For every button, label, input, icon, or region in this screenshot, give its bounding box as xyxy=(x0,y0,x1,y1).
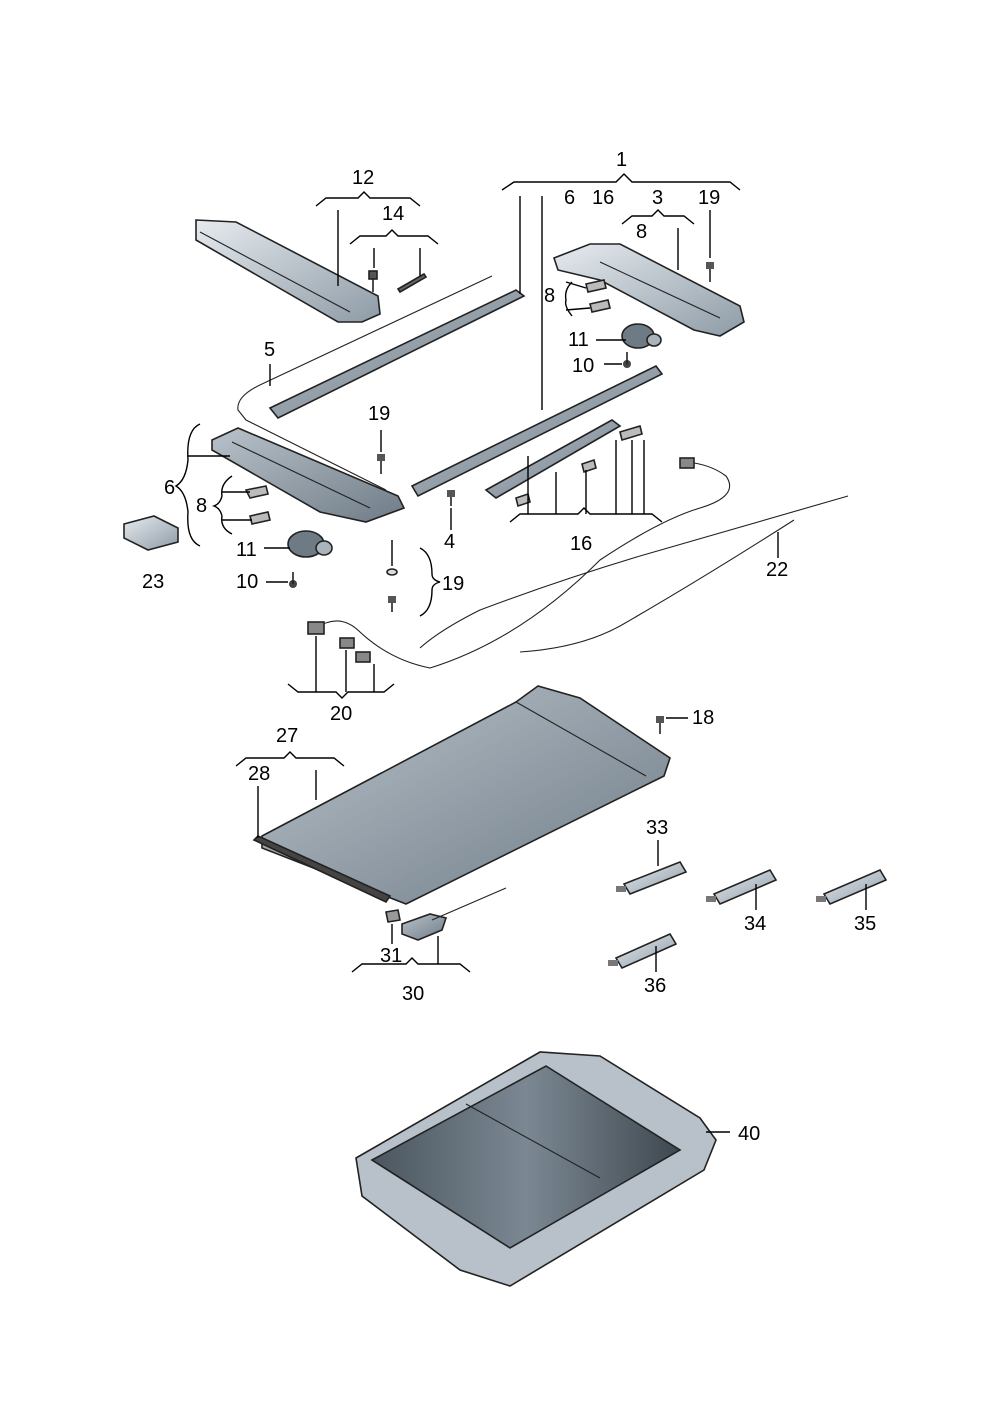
latch-part-30 xyxy=(385,887,507,941)
label-22: 22 xyxy=(766,559,788,581)
label-8-right: 8 xyxy=(544,285,555,307)
label-11-right: 11 xyxy=(568,329,589,351)
label-6-left: 6 xyxy=(164,477,175,499)
label-34: 34 xyxy=(744,913,766,935)
label-19-lower: 19 xyxy=(442,573,464,595)
label-4: 4 xyxy=(444,531,455,553)
label-10-right: 10 xyxy=(572,355,594,377)
label-6-top: 6 xyxy=(564,187,575,209)
label-5: 5 xyxy=(264,339,275,361)
drive-part-11-left xyxy=(287,530,333,558)
label-23: 23 xyxy=(142,571,164,593)
label-8-top: 8 xyxy=(636,221,647,243)
wind-deflector-part xyxy=(195,219,381,323)
label-19-top: 19 xyxy=(698,187,720,209)
label-36: 36 xyxy=(644,975,666,997)
label-27: 27 xyxy=(276,725,298,747)
clip-part-8-left xyxy=(244,485,271,525)
label-3: 3 xyxy=(652,187,663,209)
tube-part-35 xyxy=(816,868,888,906)
rail-left-part xyxy=(268,289,526,420)
label-11-left: 11 xyxy=(236,539,257,561)
screw-part-18 xyxy=(656,716,664,734)
screw-part-14 xyxy=(368,270,378,292)
spring-part-14 xyxy=(396,272,428,294)
part-labels: 1 6 16 3 19 8 8 11 10 12 14 5 19 6 8 11 … xyxy=(142,149,876,1145)
sunroof-assembly-part-40 xyxy=(355,1051,717,1287)
label-35: 35 xyxy=(854,913,876,935)
clip-part-8-right xyxy=(585,279,611,313)
tube-part-36 xyxy=(608,932,678,970)
mechanism-part-16 xyxy=(484,419,643,508)
control-unit-part-23 xyxy=(123,515,179,551)
screw-part-10-left xyxy=(289,572,297,588)
label-18: 18 xyxy=(692,707,714,729)
label-10-left: 10 xyxy=(236,571,258,593)
label-33: 33 xyxy=(646,817,668,839)
label-31: 31 xyxy=(380,945,402,967)
screw-part-10-right xyxy=(623,352,631,368)
label-28: 28 xyxy=(248,763,270,785)
label-12: 12 xyxy=(352,167,374,189)
front-frame-part-6 xyxy=(211,427,406,523)
leader-lines xyxy=(174,173,867,1133)
label-19-middle: 19 xyxy=(368,403,390,425)
tube-part-34 xyxy=(706,868,778,906)
drain-hose-part-22 xyxy=(419,495,849,653)
rear-cross-member-part-3 xyxy=(553,243,745,337)
label-16-lower: 16 xyxy=(570,533,592,555)
screw-part-19 xyxy=(377,262,714,612)
edge-strip-part-28 xyxy=(252,835,392,904)
drive-part-11-right xyxy=(621,323,662,349)
screw-part-4 xyxy=(447,490,455,506)
label-8-left: 8 xyxy=(196,495,207,517)
label-1: 1 xyxy=(616,149,627,171)
label-30: 30 xyxy=(402,983,424,1005)
label-20: 20 xyxy=(330,703,352,725)
label-14: 14 xyxy=(382,203,404,225)
rail-right-part xyxy=(410,364,664,498)
tube-part-33 xyxy=(616,861,688,895)
label-16-top: 16 xyxy=(592,187,614,209)
label-40: 40 xyxy=(738,1123,760,1145)
seal-part-5 xyxy=(237,275,493,491)
wiring-harness-part-20 xyxy=(307,457,731,669)
